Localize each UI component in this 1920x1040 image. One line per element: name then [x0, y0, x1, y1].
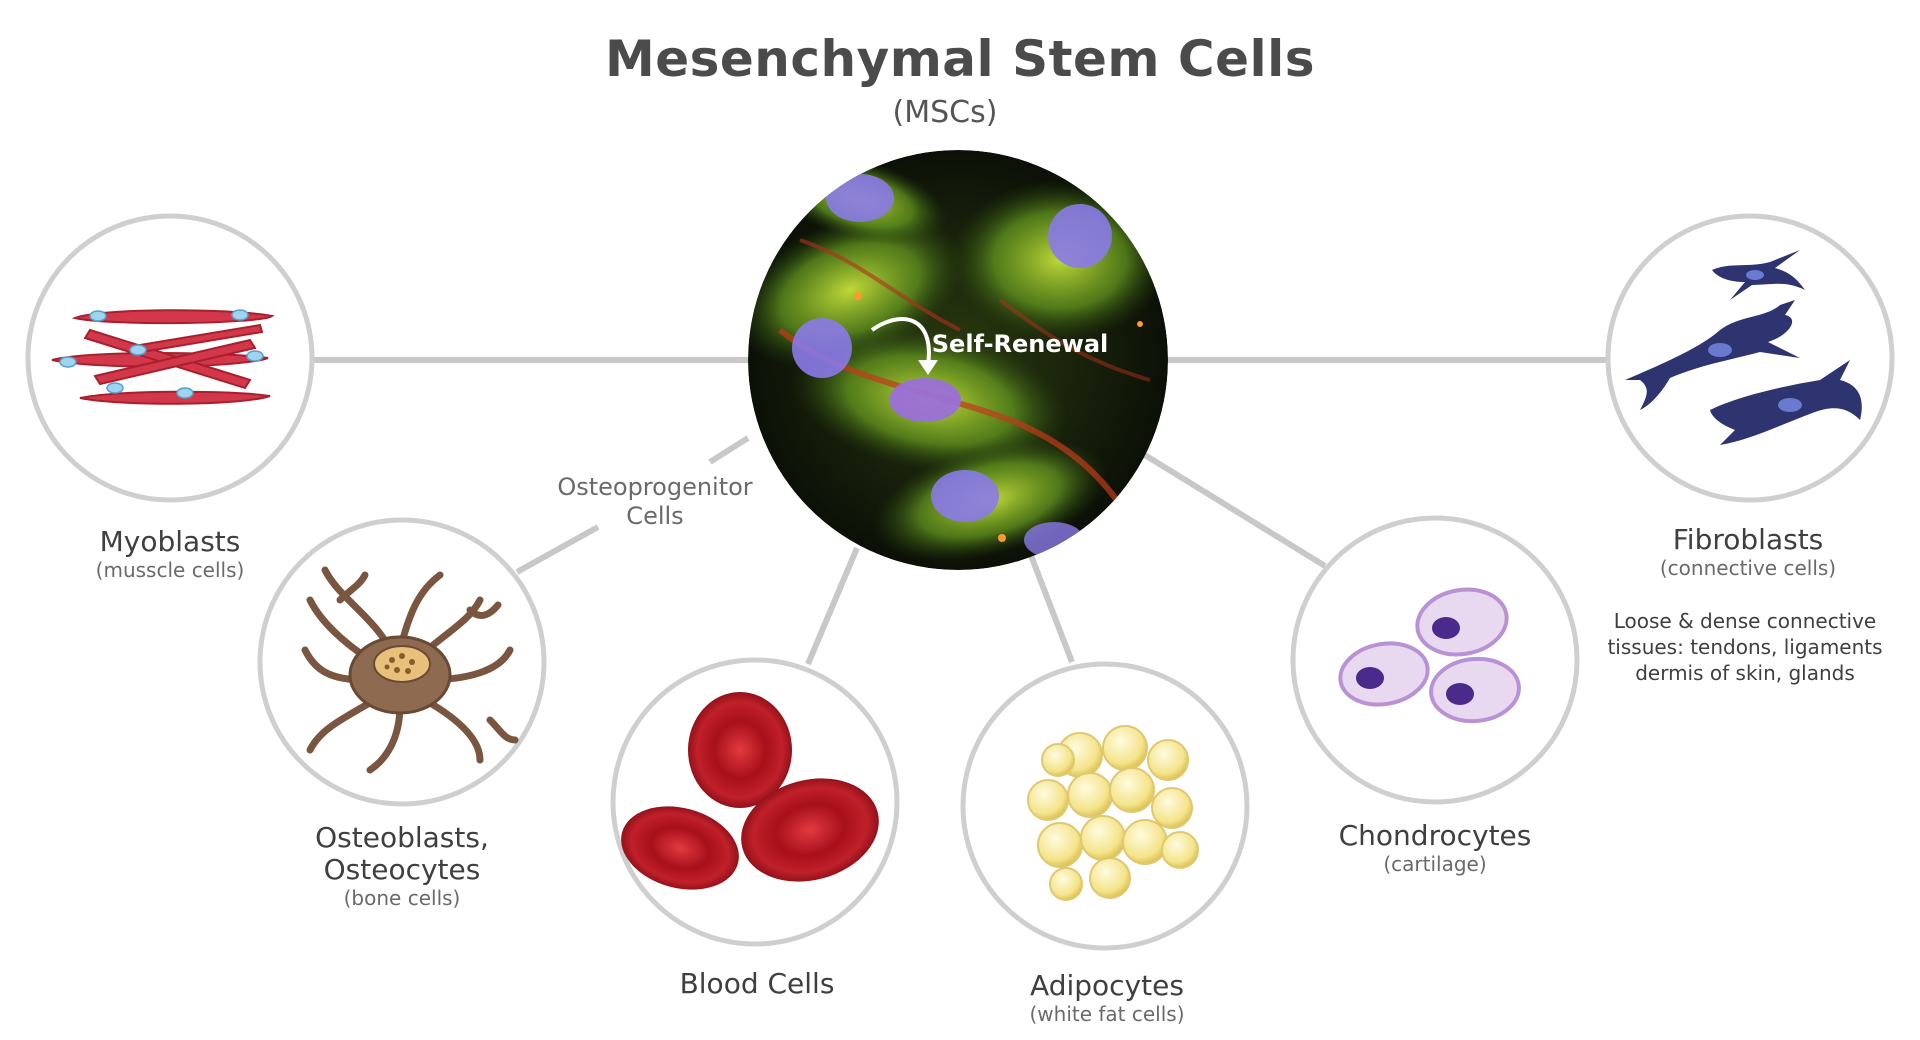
chondrocyte-cells-icon [1338, 587, 1521, 724]
connector-osteo-lower [515, 524, 600, 575]
chondrocytes-label: Chondrocytes [1338, 819, 1532, 852]
fibroblasts-note-line2: tissues: tendons, ligaments [1607, 635, 1883, 659]
fibroblasts-sub: (connective cells) [1659, 556, 1837, 581]
osteocyte-cell-icon [301, 566, 519, 774]
fibroblasts-label: Fibroblasts [1672, 523, 1824, 556]
connector-chondrocytes [1138, 449, 1327, 569]
myoblast-cells-icon [51, 309, 275, 405]
osteoblasts-sub: (bone cells) [343, 886, 461, 911]
adipocytes-caption: Adipocytes (white fat cells) [1029, 969, 1185, 1027]
myoblasts-label: Myoblasts [99, 525, 241, 558]
chondrocytes-sub: (cartilage) [1383, 852, 1487, 877]
self-renewal-arrow-icon [870, 317, 931, 366]
fibroblast-cells-icon [1625, 250, 1862, 445]
myoblasts-sub: (musscle cells) [95, 558, 245, 583]
adipocyte-cells-icon [1027, 725, 1199, 901]
connector-osteo-upper [708, 435, 750, 465]
fibroblasts-caption: Fibroblasts (connective cells) [1659, 523, 1837, 581]
msc-center-image [748, 150, 1168, 570]
fibroblasts-note-line3: dermis of skin, glands [1635, 661, 1855, 685]
chondrocytes-caption: Chondrocytes (cartilage) [1338, 819, 1532, 877]
osteoprogenitor-line2: Cells [626, 501, 684, 530]
adipocytes-label: Adipocytes [1030, 969, 1184, 1002]
blood-cells-label: Blood Cells [679, 967, 835, 1000]
adipocytes-sub: (white fat cells) [1029, 1002, 1185, 1027]
myoblasts-caption: Myoblasts (musscle cells) [95, 525, 245, 583]
page-title: Mesenchymal Stem Cells [604, 30, 1316, 88]
fibroblasts-ring [1605, 213, 1895, 503]
osteoprogenitor-label: Osteoprogenitor Cells [557, 473, 752, 531]
connector-lines [313, 357, 1608, 666]
osteoblasts-label-1: Osteoblasts, [315, 821, 489, 854]
connector-adipocytes [1027, 551, 1075, 664]
connector-blood [805, 546, 860, 666]
osteoprogenitor-line1: Osteoprogenitor [557, 473, 753, 501]
self-renewal-label: Self-Renewal [931, 330, 1109, 358]
page-subtitle: (MSCs) [892, 95, 998, 130]
fibroblasts-note-line1: Loose & dense connective [1613, 609, 1877, 633]
osteoblasts-label-2: Osteocytes [323, 853, 481, 887]
osteoblasts-caption: Osteoblasts, Osteocytes (bone cells) [315, 821, 489, 911]
red-blood-cells-icon [621, 692, 879, 890]
fibroblasts-note: Loose & dense connective tissues: tendon… [1607, 608, 1882, 686]
chondrocytes-ring [1290, 515, 1580, 805]
